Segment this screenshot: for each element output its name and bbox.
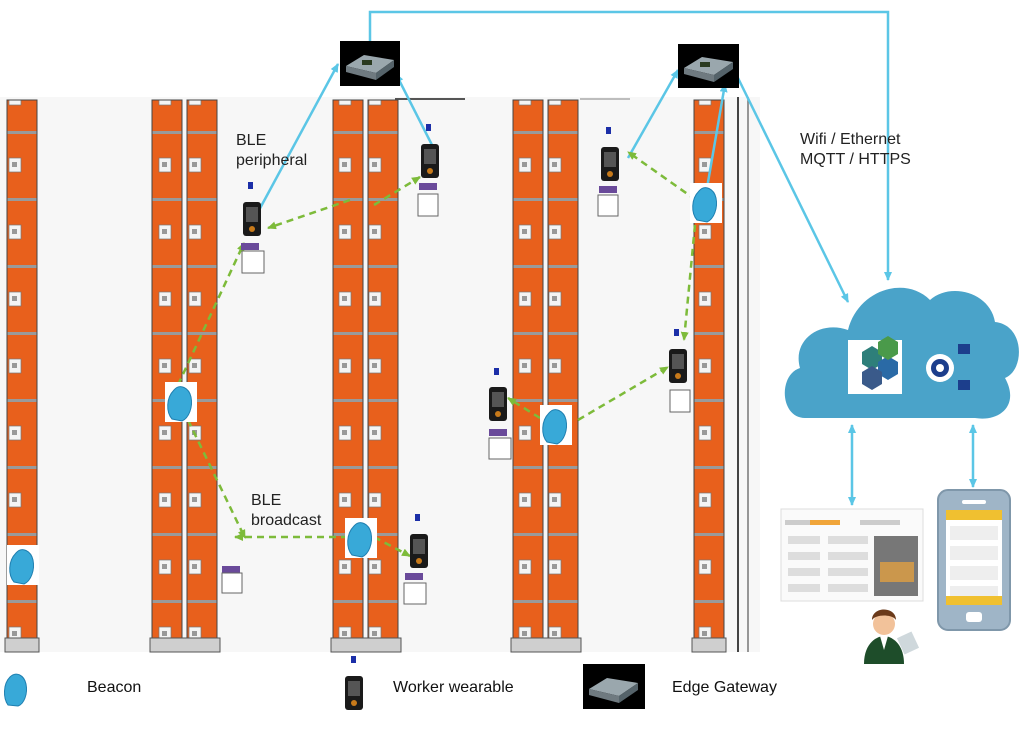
ble-links: [176, 150, 697, 558]
legend-beacon-label: Beacon: [87, 679, 142, 696]
dashboard-icon: [780, 508, 924, 602]
network-links: [256, 10, 977, 506]
edge-gateway-icon: [678, 44, 739, 88]
network-line1: Wifi / Ethernet: [800, 131, 901, 148]
phone-icon: [937, 489, 1011, 631]
ble-peripheral-label: BLE peripheral: [236, 131, 307, 171]
legend-beacon-icon: [4, 673, 27, 707]
wearable-icon: [417, 124, 439, 217]
user-icon: [864, 609, 920, 664]
cloud-icon: [784, 287, 1019, 419]
ble-broadcast-line1: BLE: [251, 492, 282, 509]
wearable-icon: [403, 514, 428, 605]
wearable-icon: [241, 182, 265, 274]
cart-icon: [221, 566, 243, 594]
ble-peripheral-line1: BLE: [236, 132, 267, 149]
network-line2: MQTT / HTTPS: [800, 151, 911, 168]
wearable-icon: [669, 329, 691, 413]
ble-peripheral-line2: peripheral: [236, 152, 308, 169]
network-protocol-label: Wifi / Ethernet MQTT / HTTPS: [800, 130, 911, 170]
ble-broadcast-label: BLE broadcast: [251, 491, 321, 531]
legend-edge-gateway-icon: [583, 664, 645, 709]
wearable-icon: [488, 368, 512, 460]
edge-gateway-icon: [340, 41, 400, 86]
beacons: [7, 183, 722, 585]
legend-wearable-label: Worker wearable: [393, 679, 514, 696]
wearable-icon: [597, 127, 619, 217]
legend-wearable-icon: [345, 656, 363, 710]
ble-broadcast-line2: broadcast: [251, 512, 322, 529]
legend-edge-gateway-label: Edge Gateway: [672, 679, 777, 696]
